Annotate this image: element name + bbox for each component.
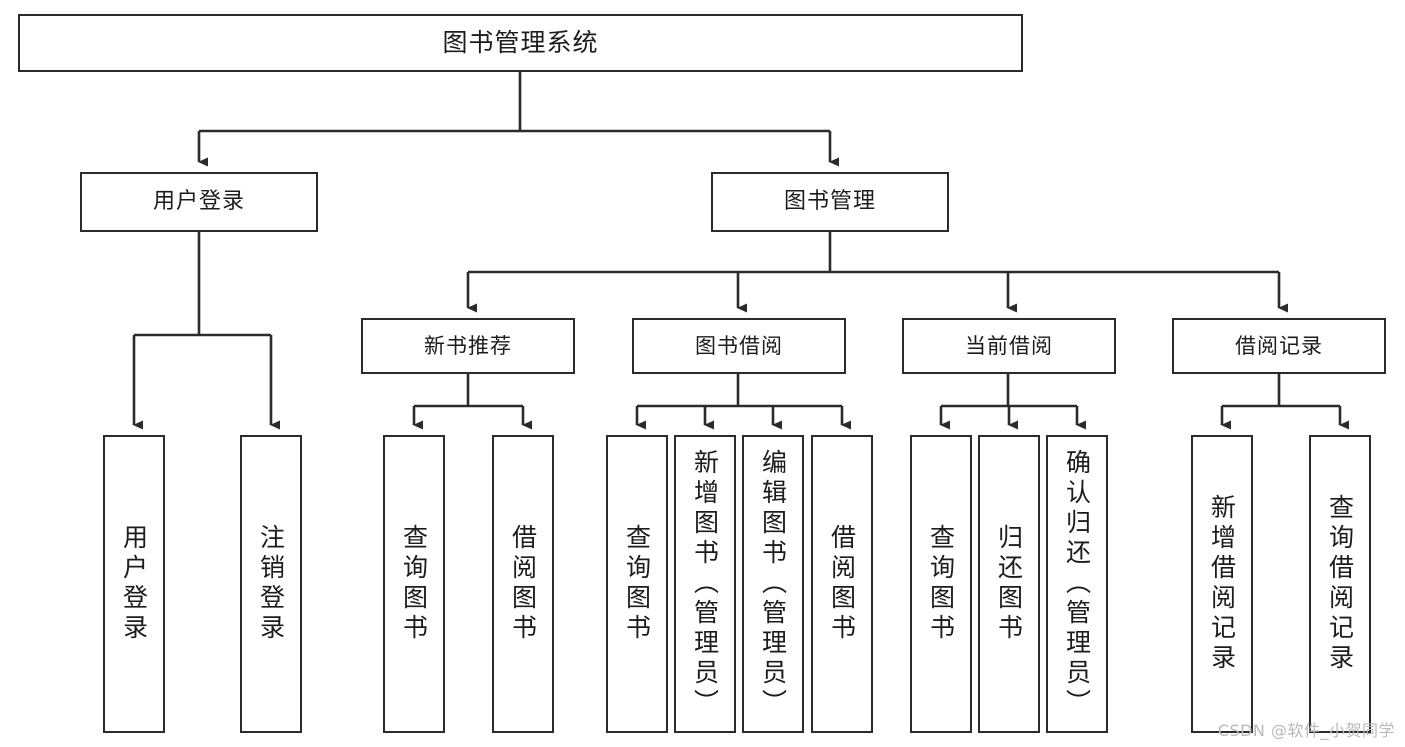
node-current-borrow-label: 当前借阅 <box>965 333 1053 358</box>
node-leaf-add-book[interactable]: 新增图书（管理员） <box>674 435 736 733</box>
node-leaf-return-book[interactable]: 归还图书 <box>978 435 1040 733</box>
node-user-login-label: 用户登录 <box>152 189 245 215</box>
node-leaf-borrow-book-2[interactable]: 借阅图书 <box>811 435 873 733</box>
node-leaf-query-book-1-label: 查询图书 <box>399 524 429 644</box>
node-leaf-add-record-label: 新增借阅记录 <box>1207 494 1237 674</box>
node-borrow-record-label: 借阅记录 <box>1235 333 1323 358</box>
node-leaf-query-book-3-label: 查询图书 <box>926 524 956 644</box>
node-book-borrow[interactable]: 图书借阅 <box>632 318 846 374</box>
node-book-borrow-label: 图书借阅 <box>695 333 783 358</box>
node-root-label: 图书管理系统 <box>442 28 599 58</box>
node-leaf-edit-book-label: 编辑图书（管理员） <box>758 449 788 719</box>
node-new-book-recommend-label: 新书推荐 <box>424 333 512 358</box>
node-leaf-edit-book[interactable]: 编辑图书（管理员） <box>742 435 804 733</box>
node-leaf-borrow-book-2-label: 借阅图书 <box>827 524 857 644</box>
node-leaf-borrow-book-1-label: 借阅图书 <box>508 524 538 644</box>
node-leaf-add-record[interactable]: 新增借阅记录 <box>1191 435 1253 733</box>
node-user-login[interactable]: 用户登录 <box>80 172 318 232</box>
node-book-manage-label: 图书管理 <box>783 189 876 215</box>
watermark: CSDN @软件_小贺同学 <box>1217 721 1395 740</box>
node-book-manage[interactable]: 图书管理 <box>711 172 949 232</box>
node-borrow-record[interactable]: 借阅记录 <box>1172 318 1386 374</box>
node-leaf-query-book-2-label: 查询图书 <box>622 524 652 644</box>
node-leaf-borrow-book-1[interactable]: 借阅图书 <box>492 435 554 733</box>
node-new-book-recommend[interactable]: 新书推荐 <box>361 318 575 374</box>
node-leaf-query-book-3[interactable]: 查询图书 <box>910 435 972 733</box>
node-leaf-add-book-label: 新增图书（管理员） <box>690 449 720 719</box>
node-root[interactable]: 图书管理系统 <box>18 14 1023 72</box>
node-leaf-return-book-label: 归还图书 <box>994 524 1024 644</box>
node-leaf-confirm-return[interactable]: 确认归还（管理员） <box>1046 435 1108 733</box>
node-leaf-confirm-return-label: 确认归还（管理员） <box>1062 449 1092 719</box>
node-leaf-logout-label: 注销登录 <box>256 524 286 644</box>
node-leaf-query-book-1[interactable]: 查询图书 <box>383 435 445 733</box>
node-leaf-query-record[interactable]: 查询借阅记录 <box>1309 435 1371 733</box>
node-leaf-logout[interactable]: 注销登录 <box>240 435 302 733</box>
node-leaf-user-login-label: 用户登录 <box>119 524 149 644</box>
node-leaf-query-book-2[interactable]: 查询图书 <box>606 435 668 733</box>
node-current-borrow[interactable]: 当前借阅 <box>902 318 1116 374</box>
node-leaf-query-record-label: 查询借阅记录 <box>1325 494 1355 674</box>
node-leaf-user-login[interactable]: 用户登录 <box>103 435 165 733</box>
